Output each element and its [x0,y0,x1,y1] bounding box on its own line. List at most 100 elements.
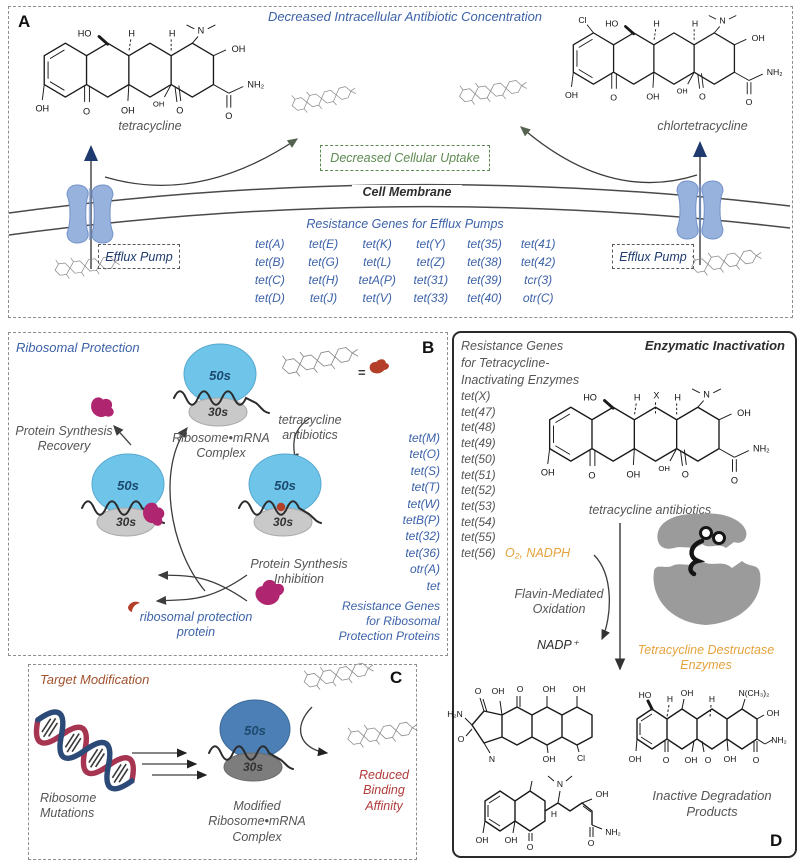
gene-item: tet(47) [461,404,496,419]
gene-item: otr(A) [410,562,440,577]
atom-label: O [705,755,712,765]
tetracycline-sketch [303,662,374,690]
bound-tetracycline-dot [276,502,286,512]
atom-label: O [458,734,465,744]
protection-protein-free [255,579,285,605]
atom-label: H [653,18,659,28]
cofactor-arrow [593,554,610,641]
cofactor-label: O₂, NADPH [505,546,571,560]
gene-item: tet(E) [308,237,339,251]
atom-label: H [551,809,557,819]
uptake-arrow-right [520,126,698,184]
panel-a-title: Decreased Intracellular Antibiotic Conce… [267,9,543,24]
efflux-pump-box-left: Efflux Pump [98,244,180,269]
atom-label: O [176,105,183,115]
caption-line: for Tetracycline- [461,356,550,370]
gene-item: tet(31) [413,273,449,287]
gene-item: tet(D) [254,291,285,305]
gene-item: otr(C) [522,291,554,305]
panel-a [8,6,793,318]
oxidation-label: Flavin-Mediated Oxidation [514,587,604,617]
atom-label: OH [492,686,505,696]
panel-b-graphics: 50s 30s 50s 30s 50s 30s = [81,343,389,612]
panel-a-graphics [8,80,791,279]
atom-label: O [663,755,670,765]
ribosome-50s-label: 50s [117,478,139,493]
ribosome-modified: 50s 30s [208,699,294,782]
cell-membrane [8,183,791,236]
degradation-product-1: O OH O OH OH H₂N O N OH Cl [447,684,593,764]
atom-label: N [198,26,205,36]
tetracycline-sketch [291,86,357,113]
panel-a-label: A [18,12,31,31]
uptake-arrow-left [104,138,299,186]
atom-label: N [557,779,563,789]
atom-label: NH₂ [753,444,770,454]
atom-label: OH [565,90,578,100]
membrane-label: Cell Membrane [352,185,462,203]
atom-label: OH [505,835,518,845]
atom-label: O [588,838,595,848]
gene-item: tet(49) [461,436,496,451]
atom-label: N [489,754,495,764]
gene-item: tet(55) [461,530,496,545]
gene-item: tet(V) [362,291,392,305]
modified-complex-label: Modified Ribosome•mRNA Complex [208,799,306,844]
atom-label: OH [627,469,641,479]
products-label: Inactive Degradation Products [652,788,772,819]
gene-item: tet(38) [467,255,502,269]
gene-item: tet(41) [520,237,556,251]
atom-label: O [517,684,524,694]
destructase-label: Tetracycline Destructase Enzymes [637,643,775,673]
atom-label: H₂N [447,709,463,719]
atom-label: NH₂ [771,735,787,745]
panel-d [452,331,797,858]
tetracycline-symbol-blob [128,601,140,612]
gene-item: tet(O) [409,447,440,462]
ribosome-30s-label: 30s [116,515,136,529]
atom-label: Cl [578,15,586,25]
atom-label: OH [541,468,555,478]
chlortetracycline-structure: Cl HO H H N OH NH₂ OH O OH OH O O [565,15,783,107]
atom-label: O [699,92,706,102]
gene-item: tet(42) [520,255,556,269]
rpp-genes-list: tet(M)tet(O)tet(S)tet(T)tet(W)tetB(P)tet… [355,430,440,594]
atom-label: HO [639,690,652,700]
panel-c [28,664,417,860]
gene-item: tet(52) [461,483,496,498]
ribosome-protected: 50s 30s [81,453,165,537]
atom-label: NH₂ [605,827,621,837]
protection-protein-bound [143,502,165,526]
atom-label: X [653,391,659,401]
uptake-label: Decreased Cellular Uptake [330,151,480,165]
chlortetracycline-name: chlortetracycline [657,119,748,133]
atom-label: OH [153,100,165,109]
ribosome-complex: 50s 30s [173,343,270,427]
atom-label: H [634,393,641,403]
gene-item: tet(B) [255,255,285,269]
gene-item: tcr(3) [524,273,553,287]
atom-label: OH [737,408,751,418]
atom-label: O [588,470,595,480]
complex-label: Ribosome•mRNA Complex [172,431,270,461]
tetracycline-name: tetracycline [118,119,182,133]
reduced-binding-label: Reduced Binding Affinity [358,768,410,813]
atom-label: OH [629,754,642,764]
panel-d-title: Enzymatic Inactivation [644,338,785,353]
efflux-pump-label: Efflux Pump [105,249,173,264]
atom-label: H [692,18,698,28]
gene-item: tet(56) [461,546,496,561]
gene-item: tet(54) [461,514,496,529]
gene-item: tet(39) [467,273,502,287]
mutations-label: Ribosome Mutations [40,791,97,821]
atom-label: NH₂ [247,79,264,89]
ribosome-inhibited: 50s 30s [238,453,322,537]
degradation-product-2: HO H OH H N(CH₃)₂ OH NH₂ OH O OH O OH O [629,688,787,765]
atom-label: H [709,694,715,704]
efflux-genes-title: Resistance Genes for Efflux Pumps [306,217,504,231]
atom-label: OH [658,464,670,473]
protection-protein-free [91,397,114,417]
gene-item: tet(40) [467,291,502,305]
